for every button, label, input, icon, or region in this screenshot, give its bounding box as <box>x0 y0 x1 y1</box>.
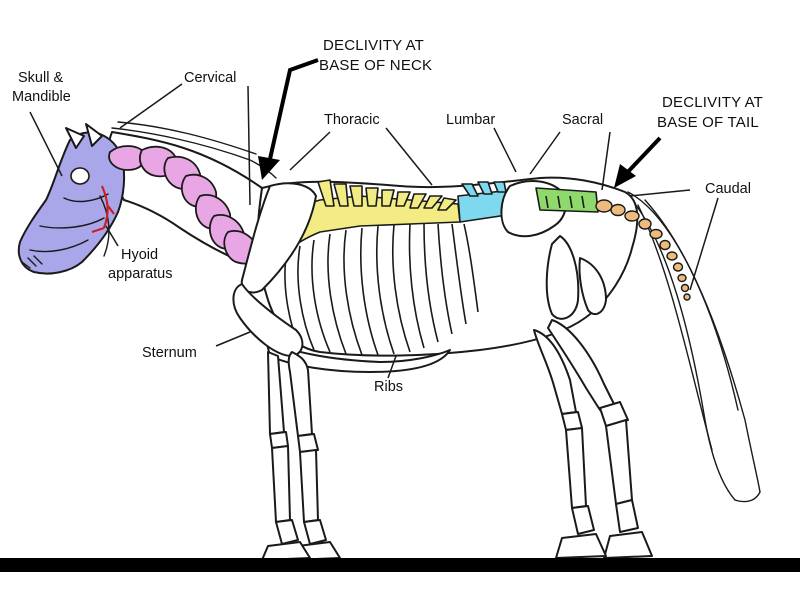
ground-line <box>0 558 800 572</box>
hyoid-apparatus <box>91 185 115 234</box>
caudal-vertebrae <box>595 199 691 301</box>
label-declivity-neck-line2: BASE OF NECK <box>319 57 432 74</box>
label-declivity-tail-line1: DECLIVITY AT <box>662 94 763 111</box>
sacral-vertebrae <box>535 187 599 213</box>
label-sternum: Sternum <box>142 345 197 361</box>
declivity-tail-arrow <box>614 136 662 188</box>
sternum <box>265 339 451 373</box>
label-skull-line2: Mandible <box>12 89 71 105</box>
scapula <box>240 182 317 294</box>
leader-lines <box>29 83 719 379</box>
label-hyoid-line1: Hyoid <box>121 247 158 263</box>
label-declivity-tail-line2: BASE OF TAIL <box>657 114 759 131</box>
skull <box>17 131 126 275</box>
lumbar-vertebrae <box>457 181 515 223</box>
ear <box>65 127 85 149</box>
label-lumbar: Lumbar <box>446 112 495 128</box>
declivity-neck-arrow <box>258 58 319 180</box>
cannon-fore <box>299 449 319 523</box>
femur <box>545 235 580 320</box>
label-cervical: Cervical <box>184 70 236 86</box>
label-thoracic: Thoracic <box>324 112 380 128</box>
label-declivity-neck-line1: DECLIVITY AT <box>323 37 424 54</box>
orbit <box>70 167 90 185</box>
cervical-vertebrae <box>108 145 260 265</box>
label-sacral: Sacral <box>562 112 603 128</box>
tail-hair <box>627 191 761 503</box>
hoof-hind <box>603 531 653 559</box>
label-caudal: Caudal <box>705 181 751 197</box>
label-hyoid-line2: apparatus <box>108 266 173 282</box>
label-ribs: Ribs <box>374 379 403 395</box>
ribs <box>284 223 479 356</box>
cannon-hind <box>605 419 633 505</box>
label-skull-line1: Skull & <box>18 70 63 86</box>
